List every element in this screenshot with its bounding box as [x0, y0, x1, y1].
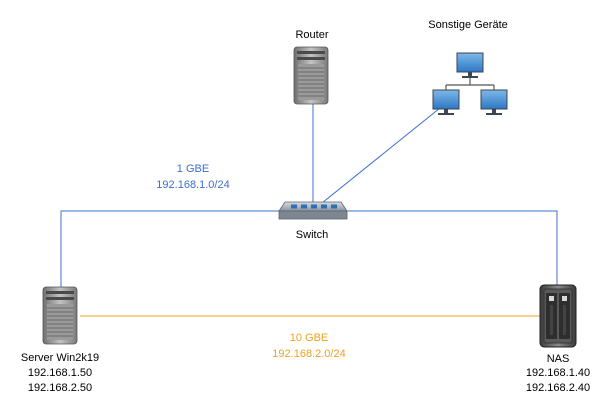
server-label: Server Win2k19 [20, 352, 100, 364]
devices-label: Sonstige Geräte [428, 19, 508, 31]
nas-label: NAS [546, 353, 570, 365]
switch-icon [278, 201, 348, 220]
lan1-speed-label: 1 GBE [176, 163, 210, 175]
router-label: Router [295, 29, 329, 41]
link-devices-switch [321, 107, 441, 204]
lan2-subnet-label: 192.168.2.0/24 [272, 348, 346, 360]
devices-icon [432, 52, 508, 115]
lan2-speed-label: 10 GBE [289, 332, 329, 344]
switch-label: Switch [295, 229, 329, 241]
server-ip1: 192.168.1.50 [27, 367, 93, 379]
link-lan1-bus [60, 210, 558, 288]
nas-ip2: 192.168.2.40 [525, 382, 591, 394]
nas-ip1: 192.168.1.40 [525, 367, 591, 379]
server-icon [42, 286, 78, 345]
server-ip2: 192.168.2.50 [27, 382, 93, 394]
router-icon [293, 46, 329, 105]
nas-icon [539, 284, 577, 348]
lan1-subnet-label: 192.168.1.0/24 [156, 179, 230, 191]
